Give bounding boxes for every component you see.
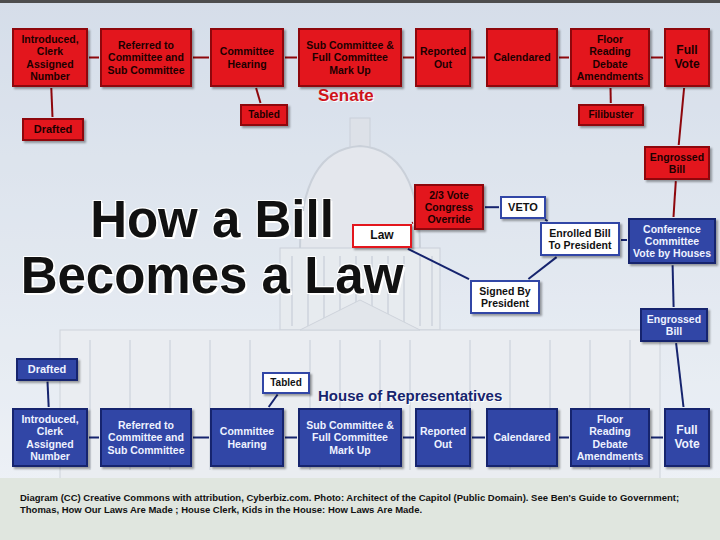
flow-connector	[89, 437, 99, 439]
executive-step-box: Signed By President	[470, 280, 540, 314]
chamber-label: Senate	[318, 86, 374, 106]
step-text: Referred to Committee and Sub Committee	[105, 39, 187, 75]
flow-connector	[472, 57, 485, 59]
house-step-box: Conference Committee Vote by Houses	[628, 218, 716, 264]
senate-step-box: Committee Hearing	[210, 28, 284, 87]
chamber-label: House of Representatives	[318, 387, 502, 404]
flow-connector	[472, 437, 485, 439]
executive-step-box: VETO	[500, 196, 546, 219]
flow-connector	[559, 57, 569, 59]
senate-step-box: Referred to Committee and Sub Committee	[100, 28, 192, 87]
flow-connector	[193, 437, 209, 439]
senate-step-box: Drafted	[22, 118, 84, 141]
flow-connector	[412, 222, 413, 224]
house-step-box: Drafted	[16, 358, 78, 381]
senate-step-box: Sub Committee & Full Committee Mark Up	[298, 28, 402, 87]
flow-connector	[51, 88, 52, 117]
step-text: Drafted	[28, 363, 67, 376]
step-text: Conference Committee Vote by Houses	[633, 223, 711, 259]
step-text: Introduced, Clerk Assigned Number	[17, 33, 83, 81]
house-step-box: Committee Hearing	[210, 408, 284, 467]
executive-step-box: Tabled	[262, 372, 310, 394]
flow-connector	[545, 220, 548, 221]
flow-connector	[48, 382, 49, 407]
step-text: Reported Out	[420, 425, 466, 449]
flow-connector	[651, 57, 663, 59]
step-text: Calendared	[493, 431, 550, 443]
step-text: Reported Out	[420, 45, 466, 69]
house-step-box: Referred to Committee and Sub Committee	[100, 408, 192, 467]
flow-connector	[676, 343, 683, 407]
flow-connector	[559, 437, 569, 439]
step-text: Drafted	[34, 123, 73, 136]
step-text: Sub Committee & Full Committee Mark Up	[303, 419, 397, 455]
flow-connector	[621, 239, 627, 241]
step-text: Tabled	[248, 109, 279, 121]
flow-connector	[256, 88, 260, 103]
step-text: Engrossed Bill	[645, 313, 703, 337]
flow-connector	[193, 57, 209, 59]
flow-connector	[269, 395, 278, 408]
house-step-box: Introduced, Clerk Assigned Number	[12, 408, 88, 467]
flow-connector	[674, 181, 676, 217]
house-step-box: Engrossed Bill	[640, 308, 708, 342]
flow-connector	[651, 437, 663, 439]
senate-step-box: Reported Out	[415, 28, 471, 87]
flow-connector	[89, 57, 99, 59]
flow-connector	[485, 206, 499, 208]
step-text: Filibuster	[588, 109, 633, 121]
house-step-box: Full Vote	[664, 408, 710, 467]
flow-connector	[403, 437, 414, 439]
senate-step-box: 2/3 Vote Congress Override	[414, 184, 484, 230]
flow-connector	[610, 88, 612, 103]
senate-step-box: Tabled	[240, 104, 288, 126]
step-text: Floor Reading Debate Amendments	[575, 33, 645, 81]
diagram-title: How a Bill Becomes a Law	[12, 192, 412, 304]
step-text: 2/3 Vote Congress Override	[419, 189, 479, 225]
step-text: Floor Reading Debate Amendments	[575, 413, 645, 461]
senate-step-box: Full Vote	[664, 28, 710, 87]
flow-connector	[285, 437, 297, 439]
flow-connector	[528, 257, 556, 279]
step-text: VETO	[508, 201, 538, 214]
step-text: Committee Hearing	[215, 425, 279, 449]
flow-connector	[673, 265, 674, 307]
step-text: Introduced, Clerk Assigned Number	[17, 413, 83, 461]
house-step-box: Floor Reading Debate Amendments	[570, 408, 650, 467]
step-text: Signed By President	[475, 285, 535, 309]
senate-step-box: Engrossed Bill	[644, 146, 710, 180]
step-text: Sub Committee & Full Committee Mark Up	[303, 39, 397, 75]
step-text: Enrolled Bill To President	[545, 227, 615, 251]
house-step-box: Reported Out	[415, 408, 471, 467]
diagram-caption: Diagram (CC) Creative Commons with attri…	[20, 492, 700, 517]
senate-step-box: Calendared	[486, 28, 558, 87]
executive-step-box: Enrolled Bill To President	[540, 222, 620, 256]
step-text: Full Vote	[669, 44, 705, 72]
step-text: Law	[370, 229, 393, 243]
step-text: Calendared	[493, 51, 550, 63]
step-text: Tabled	[270, 377, 301, 389]
step-text: Engrossed Bill	[649, 151, 705, 175]
flow-connector	[679, 88, 684, 145]
law-box: Law	[352, 224, 412, 248]
flow-connector	[285, 57, 297, 59]
senate-step-box: Floor Reading Debate Amendments	[570, 28, 650, 87]
step-text: Committee Hearing	[215, 45, 279, 69]
senate-step-box: Filibuster	[578, 104, 644, 126]
house-step-box: Calendared	[486, 408, 558, 467]
flow-connector	[403, 57, 414, 59]
flow-connector	[408, 249, 469, 279]
senate-step-box: Introduced, Clerk Assigned Number	[12, 28, 88, 87]
step-text: Full Vote	[669, 424, 705, 452]
house-step-box: Sub Committee & Full Committee Mark Up	[298, 408, 402, 467]
step-text: Referred to Committee and Sub Committee	[105, 419, 187, 455]
